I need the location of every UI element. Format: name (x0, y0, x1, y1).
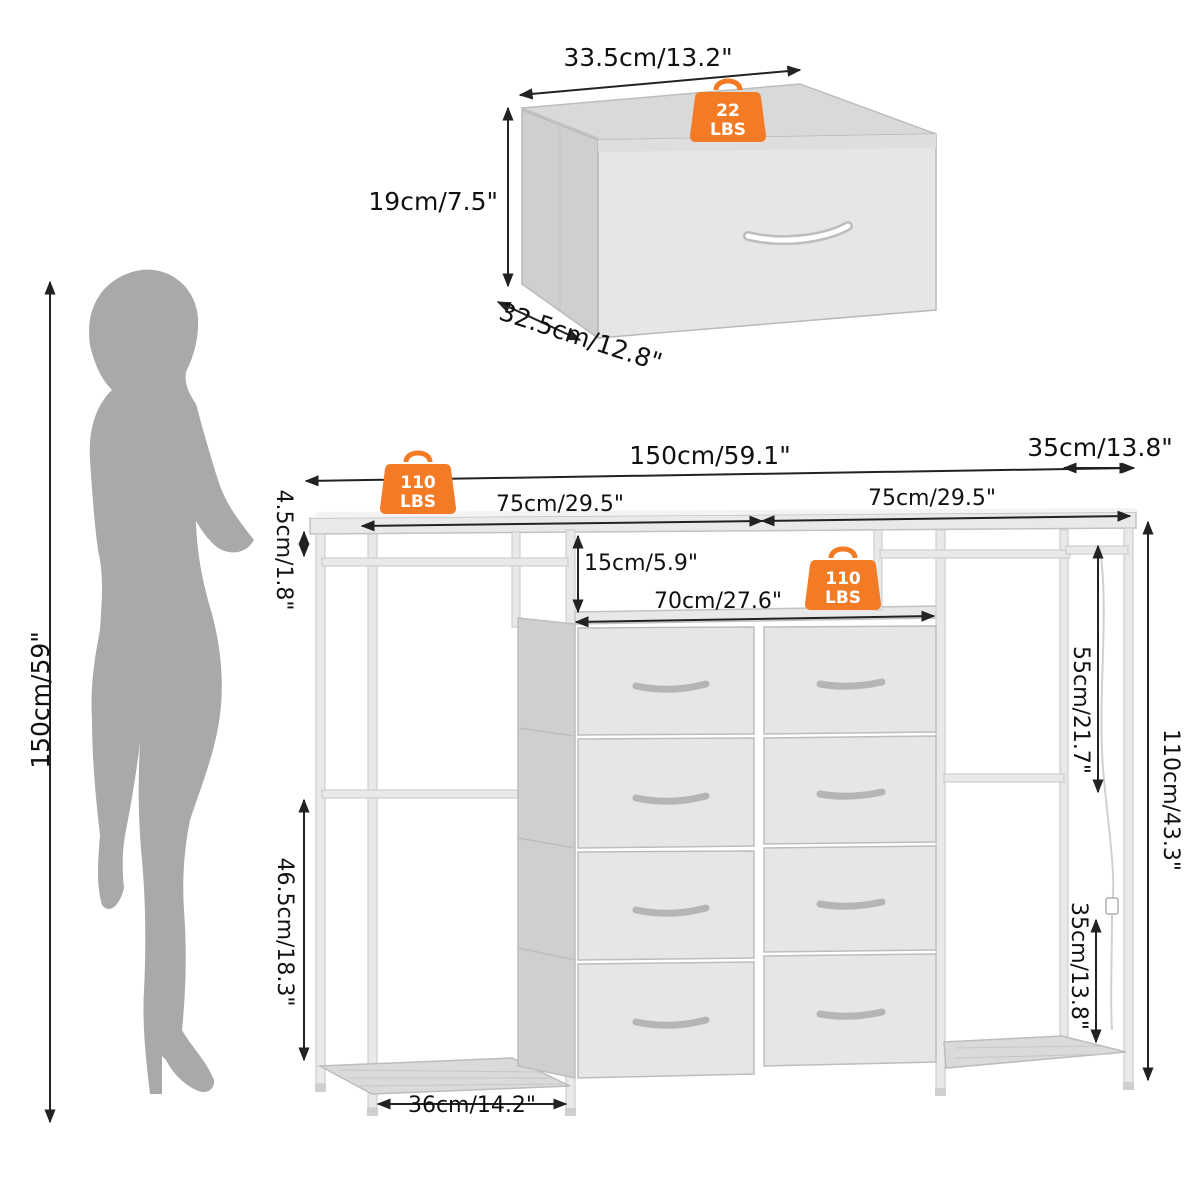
half-width-left-dimension: 75cm/29.5" (360, 492, 764, 532)
drawer[interactable] (763, 625, 937, 735)
bin-badge-unit: LBS (710, 120, 746, 140)
total-height-dimension: 110cm/43.3" (1142, 520, 1183, 1082)
top-thickness-dimension: 4.5cm/1.8" (271, 489, 310, 611)
top-thickness-label: 4.5cm/1.8" (271, 489, 296, 610)
drawer[interactable] (577, 737, 755, 849)
top-weight-badge: 110 LBS (380, 450, 456, 514)
total-height-label: 110cm/43.3" (1158, 729, 1183, 871)
drawer[interactable] (763, 953, 937, 1067)
rod-height-right-label: 55cm/21.7" (1068, 646, 1093, 774)
drawer[interactable] (763, 735, 937, 845)
shelf-badge-unit: LBS (825, 588, 861, 608)
bin-height-dimension: 19cm/7.5" (368, 106, 514, 288)
lower-right-height-dimension: 35cm/13.8" (1066, 902, 1102, 1044)
drawer[interactable] (763, 845, 937, 953)
bin-badge-value: 22 (716, 101, 740, 121)
drawer[interactable] (577, 961, 755, 1079)
person-height-label: 150cm/59" (26, 631, 55, 769)
top-badge-unit: LBS (400, 492, 436, 512)
drawer[interactable] (577, 626, 755, 736)
shelf-badge-value: 110 (825, 569, 861, 589)
bin-height-label: 19cm/7.5" (368, 187, 498, 216)
drawer[interactable] (577, 850, 755, 961)
shelf-width-dimension: 36cm/14.2" (376, 1093, 568, 1118)
drawer-grid (577, 625, 937, 1079)
rod-height-right-dimension: 55cm/21.7" (1068, 544, 1104, 794)
half-width-right-label: 75cm/29.5" (868, 486, 996, 511)
lower-right-height-label: 35cm/13.8" (1066, 902, 1091, 1030)
top-badge-value: 110 (400, 473, 436, 493)
person-silhouette (89, 269, 255, 1095)
half-width-right-dimension: 75cm/29.5" (760, 486, 1132, 527)
drawer-width-label: 70cm/27.6" (654, 589, 782, 614)
shelf-gap-dimension: 15cm/5.9" (572, 534, 698, 614)
bin-weight-badge: 22 LBS (690, 78, 766, 142)
drawer-width-dimension: 70cm/27.6" (574, 589, 936, 628)
bin-width-dimension: 33.5cm/13.2" (518, 43, 802, 100)
lower-left-height-dimension: 46.5cm/18.3" (272, 798, 310, 1062)
depth-dimension: 35cm/13.8" (1027, 433, 1173, 474)
shelf-weight-badge: 110 LBS (805, 546, 881, 610)
bin-width-label: 33.5cm/13.2" (563, 43, 732, 72)
shelf-gap-label: 15cm/5.9" (584, 551, 698, 576)
total-width-label: 150cm/59.1" (629, 441, 790, 470)
lower-left-height-label: 46.5cm/18.3" (272, 857, 297, 1006)
shelf-width-label: 36cm/14.2" (408, 1093, 536, 1118)
person-height-dimension: 150cm/59" (26, 280, 56, 1124)
half-width-left-label: 75cm/29.5" (496, 492, 624, 517)
depth-label: 35cm/13.8" (1027, 433, 1173, 462)
